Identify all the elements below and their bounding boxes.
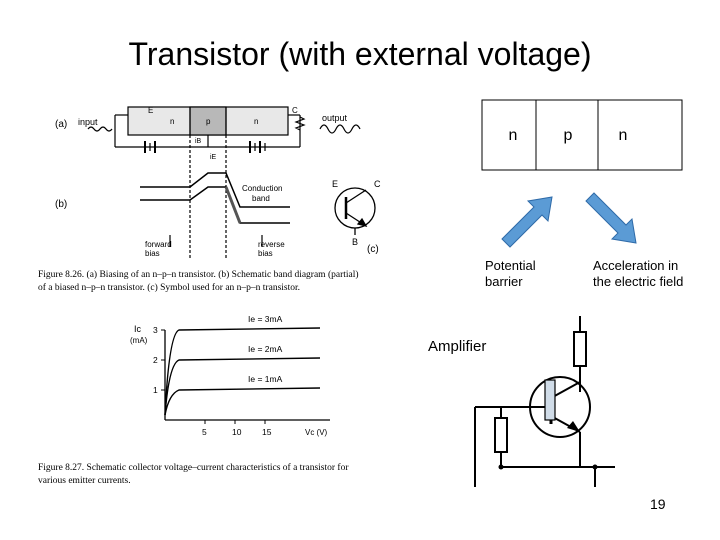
emitter-label-c: E xyxy=(332,179,338,189)
forward-bias-label-1: forward xyxy=(145,240,172,249)
curve-label: Ie = 1mA xyxy=(248,374,283,384)
y-tick-label: 3 xyxy=(153,325,158,335)
collector-label-c: C xyxy=(374,179,381,189)
potential-barrier-label-1: Potential xyxy=(485,258,536,273)
collector-characteristics-chart: Ie = 3mA Ie = 2mA Ie = 1mA 1 2 3 5 10 15 xyxy=(153,314,330,437)
textbook-figures: (a) input output n p n E C iB iE (b) Con… xyxy=(38,106,381,486)
y-tick-label: 2 xyxy=(153,355,158,365)
page-title: Transistor (with external voltage) xyxy=(128,36,592,72)
label-b: (b) xyxy=(55,199,67,210)
conduction-band-label-2: band xyxy=(252,194,270,203)
acceleration-label-1: Acceleration in xyxy=(593,258,679,273)
npn-block xyxy=(481,99,683,171)
figure-826-caption-2: of a biased n–p–n transistor. (c) Symbol… xyxy=(38,282,300,293)
n-right-label: n xyxy=(254,117,258,126)
band-diagram xyxy=(140,135,290,260)
n-left-label: n xyxy=(170,117,174,126)
ie-label: iE xyxy=(210,154,217,161)
page-number: 19 xyxy=(650,496,666,512)
potential-barrier-arrow-icon xyxy=(501,196,553,248)
emitter-label-a: E xyxy=(148,106,153,115)
collector-label-a: C xyxy=(292,106,298,115)
input-label: input xyxy=(78,117,98,127)
ib-label: iB xyxy=(195,138,202,145)
reverse-bias-label-1: reverse xyxy=(258,240,285,249)
y-tick-label: 1 xyxy=(153,385,158,395)
base-label-c: B xyxy=(352,237,358,247)
x-tick-label: 5 xyxy=(202,427,207,437)
y-axis-unit: (mA) xyxy=(130,336,148,345)
label-c: (c) xyxy=(367,244,379,255)
curve-label: Ie = 2mA xyxy=(248,344,283,354)
curve-1 xyxy=(164,327,321,416)
region-n-left: n xyxy=(509,127,518,144)
output-label: output xyxy=(322,113,348,123)
region-n-right: n xyxy=(619,127,628,144)
biasing-circuit xyxy=(87,106,361,153)
x-tick-label: 15 xyxy=(262,427,272,437)
figure-826-caption-1: Figure 8.26. (a) Biasing of an n–p–n tra… xyxy=(38,269,359,280)
forward-bias-label-2: bias xyxy=(145,249,160,258)
amplifier-circuit xyxy=(474,316,615,487)
region-p: p xyxy=(564,127,573,144)
conduction-band-label-1: Conduction xyxy=(242,184,282,193)
x-axis-label: Vc (V) xyxy=(305,428,328,437)
y-axis-label: Ic xyxy=(134,324,142,334)
potential-barrier-label-2: barrier xyxy=(485,274,523,289)
acceleration-arrow-icon xyxy=(585,192,637,244)
figure-827-caption-1: Figure 8.27. Schematic collector voltage… xyxy=(38,462,349,473)
reverse-bias-label-2: bias xyxy=(258,249,273,258)
amplifier-label: Amplifier xyxy=(428,338,487,355)
curve-3 xyxy=(164,387,321,416)
transistor-symbol xyxy=(334,187,376,235)
label-a: (a) xyxy=(55,119,67,130)
npn-block-diagram: n p n xyxy=(481,99,683,248)
figure-827-caption-2: various emitter currents. xyxy=(38,476,131,486)
curve-label: Ie = 3mA xyxy=(248,314,283,324)
p-mid-label: p xyxy=(206,117,211,126)
curve-2 xyxy=(164,357,321,416)
acceleration-label-2: the electric field xyxy=(593,274,684,289)
x-tick-label: 10 xyxy=(232,427,242,437)
